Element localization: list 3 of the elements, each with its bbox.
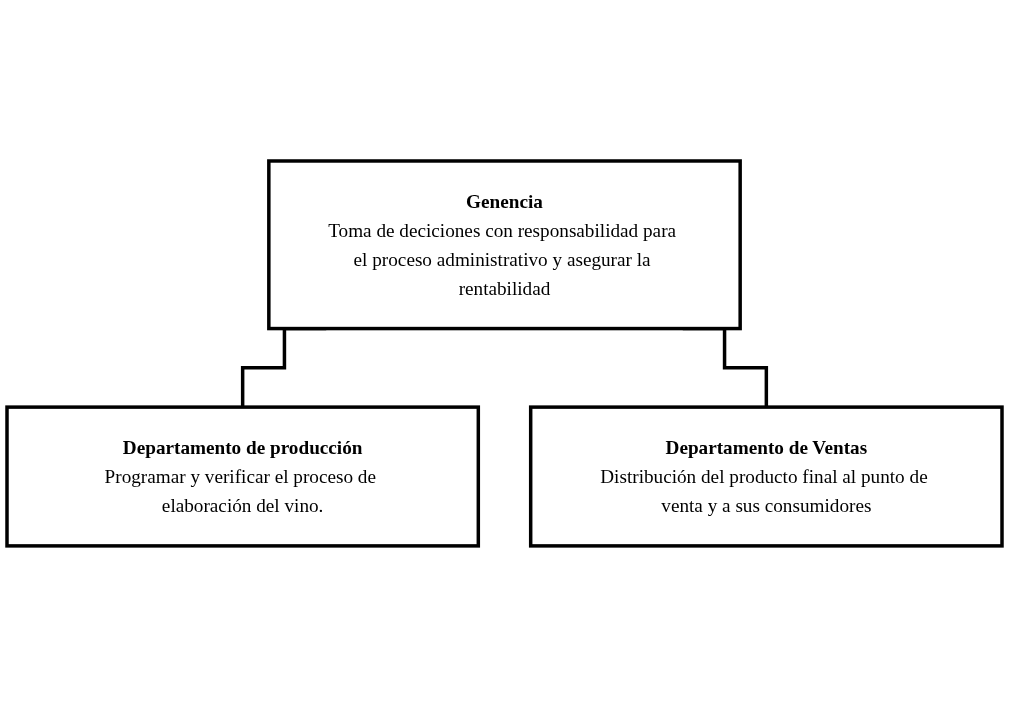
node-box: Departamento de producción Programar y verificar el proceso de elaboración del vino.: [5, 405, 481, 548]
node-box: Departamento de Ventas Distribución del producto final al punto de venta y a sus consumidores: [528, 405, 1004, 548]
node-box: Genencia Toma de deciciones con responsabilidad para el proceso administrativo y asegurar la rentabilidad: [267, 159, 742, 331]
